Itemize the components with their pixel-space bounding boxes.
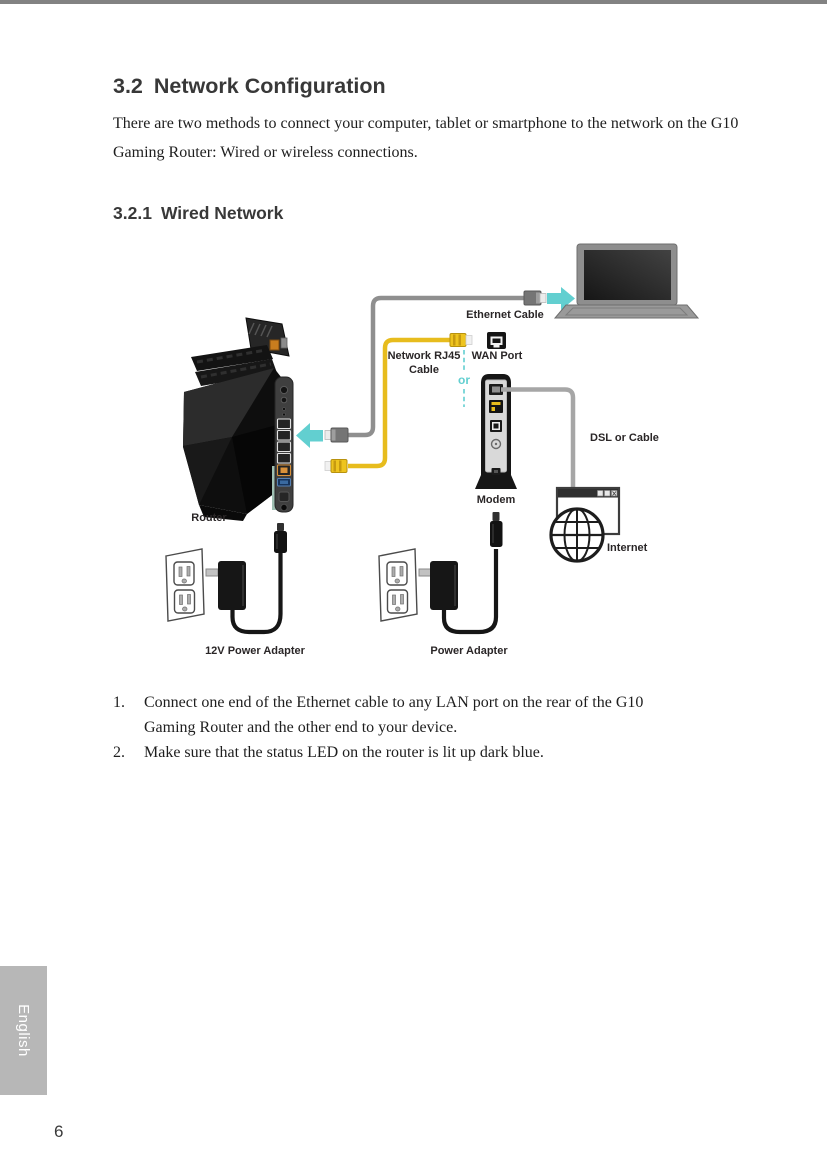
12v-power-adapter-label: 12V Power Adapter — [205, 645, 306, 657]
network-rj45-cable-label: Network RJ45 — [388, 350, 461, 362]
dsl-or-cable-label: DSL or Cable — [590, 432, 659, 444]
teal-arrow-icon — [547, 287, 575, 310]
step-text: Make sure that the status LED on the rou… — [144, 744, 544, 762]
power-plug-icon — [274, 523, 287, 553]
top-border-bar — [0, 0, 827, 4]
power-cable — [441, 549, 499, 635]
or-label: or — [458, 373, 470, 387]
wan-port-label: WAN Port — [472, 350, 523, 362]
dsl-cable — [501, 387, 576, 487]
teal-arrow-icon — [296, 423, 323, 448]
section-number: 3.2 — [113, 74, 143, 98]
wired-network-diagram: Ethernet Cable Network RJ45 Cable WAN Po… — [165, 243, 700, 657]
wall-outlet-icon — [165, 548, 205, 622]
intro-paragraph: There are two methods to connect your co… — [113, 115, 739, 161]
network-rj45-cable-label: Cable — [409, 364, 439, 376]
subsection-title: Wired Network — [160, 203, 284, 223]
list-item: 1. Connect one end of the Ethernet cable… — [113, 690, 733, 740]
section-heading: 3.2 Network Configuration — [113, 74, 386, 99]
globe-browser-window-icon — [549, 486, 621, 563]
section-title: Network Configuration — [153, 74, 386, 98]
rj45-plug-icon — [324, 427, 349, 443]
network-rj45-cable — [348, 337, 451, 469]
step-number: 1. — [113, 694, 125, 711]
wall-outlet-icon — [378, 548, 418, 622]
rj45-port-icon — [487, 332, 506, 349]
page-number: 6 — [54, 1122, 64, 1141]
subsection-heading: 3.2.1 Wired Network — [113, 203, 283, 224]
modem-label: Modem — [477, 494, 516, 506]
ethernet-cable-label: Ethernet Cable — [466, 309, 544, 321]
rj45-plug-icon — [324, 459, 348, 473]
power-cable — [230, 553, 283, 635]
internet-label: Internet — [607, 542, 648, 554]
router-label: Router — [191, 512, 227, 524]
step-number: 2. — [113, 744, 125, 762]
router-icon — [183, 317, 294, 521]
step-text: Connect one end of the Ethernet cable to… — [144, 694, 644, 737]
language-tab-label: English — [15, 1004, 33, 1057]
power-adapter-brick-icon — [205, 561, 246, 610]
rj45-plug-icon — [449, 333, 473, 347]
ethernet-cable — [347, 295, 527, 438]
modem-icon — [475, 374, 517, 489]
subsection-number: 3.2.1 — [113, 203, 152, 223]
power-adapter-brick-icon — [418, 561, 458, 610]
laptop-icon — [553, 243, 700, 319]
rj45-plug-icon — [523, 290, 547, 306]
language-tab: English — [0, 966, 47, 1095]
power-plug-icon — [490, 512, 503, 547]
instruction-list: 1. Connect one end of the Ethernet cable… — [113, 690, 733, 766]
power-adapter-label: Power Adapter — [430, 645, 508, 657]
list-item: 2. Make sure that the status LED on the … — [113, 740, 733, 765]
